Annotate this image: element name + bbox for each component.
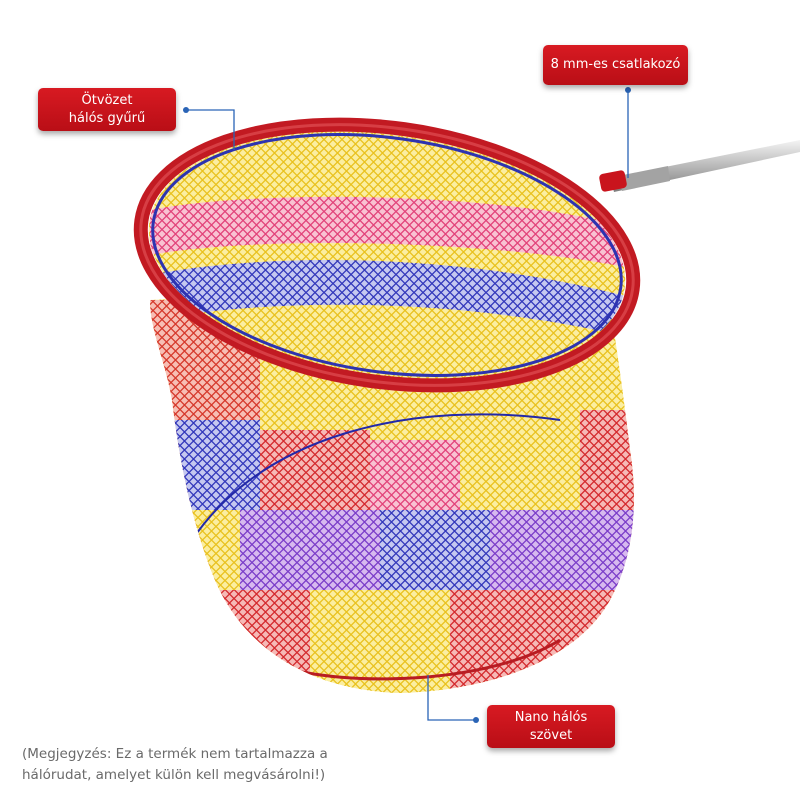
callout-nano-mesh-line1: Nano hálós	[514, 709, 588, 725]
leader-lines	[186, 90, 629, 721]
product-note-line2: hálórudat, amelyet külön kell megvásárol…	[22, 767, 326, 783]
callout-alloy-ring: Ötvözet hálós gyűrű	[38, 88, 176, 131]
callout-connector-text: 8 mm-es csatlakozó	[550, 57, 681, 72]
product-note: (Megjegyzés: Ez a termék nem tartalmazza…	[22, 744, 442, 786]
callout-nano-mesh: Nano hálós szövet	[487, 705, 615, 748]
alloy-ring	[133, 117, 641, 393]
net-pole	[599, 140, 800, 192]
callout-connector: 8 mm-es csatlakozó	[543, 45, 688, 85]
callout-nano-mesh-line2: szövet	[529, 727, 573, 743]
callout-alloy-ring-line1: Ötvözet	[81, 92, 133, 108]
product-note-line1: (Megjegyzés: Ez a termék nem tartalmazza…	[22, 746, 328, 762]
leader-dots	[183, 87, 631, 723]
callout-alloy-ring-line2: hálós gyűrű	[68, 110, 146, 126]
